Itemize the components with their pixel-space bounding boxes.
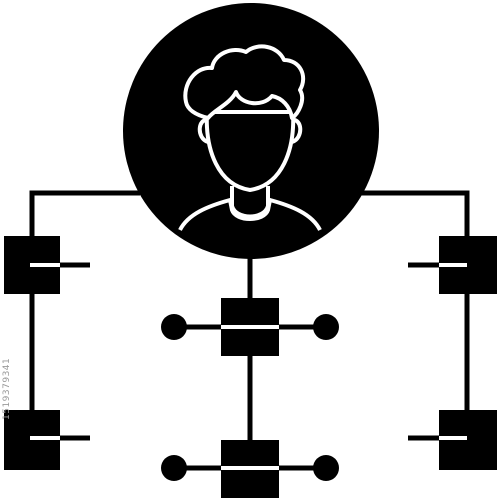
dot-lower-right [313,455,339,481]
avatar-neck [230,186,270,219]
left-branch-line [29,190,140,470]
avatar-hair [183,44,306,120]
side-tick-overlays [60,262,439,441]
dot-upper-left [161,314,187,340]
avatar-badge [123,3,379,259]
avatar-shoulders [178,198,322,232]
dot-upper-right [313,314,339,340]
dot-lower-left [161,455,187,481]
avatar-right-ear [291,117,303,144]
avatar-face [204,110,296,192]
watermark-id: 1519379341 [2,357,12,420]
avatar-left-ear [197,117,209,144]
right-branch-line [360,190,470,470]
node-tick-highlights [30,263,467,470]
